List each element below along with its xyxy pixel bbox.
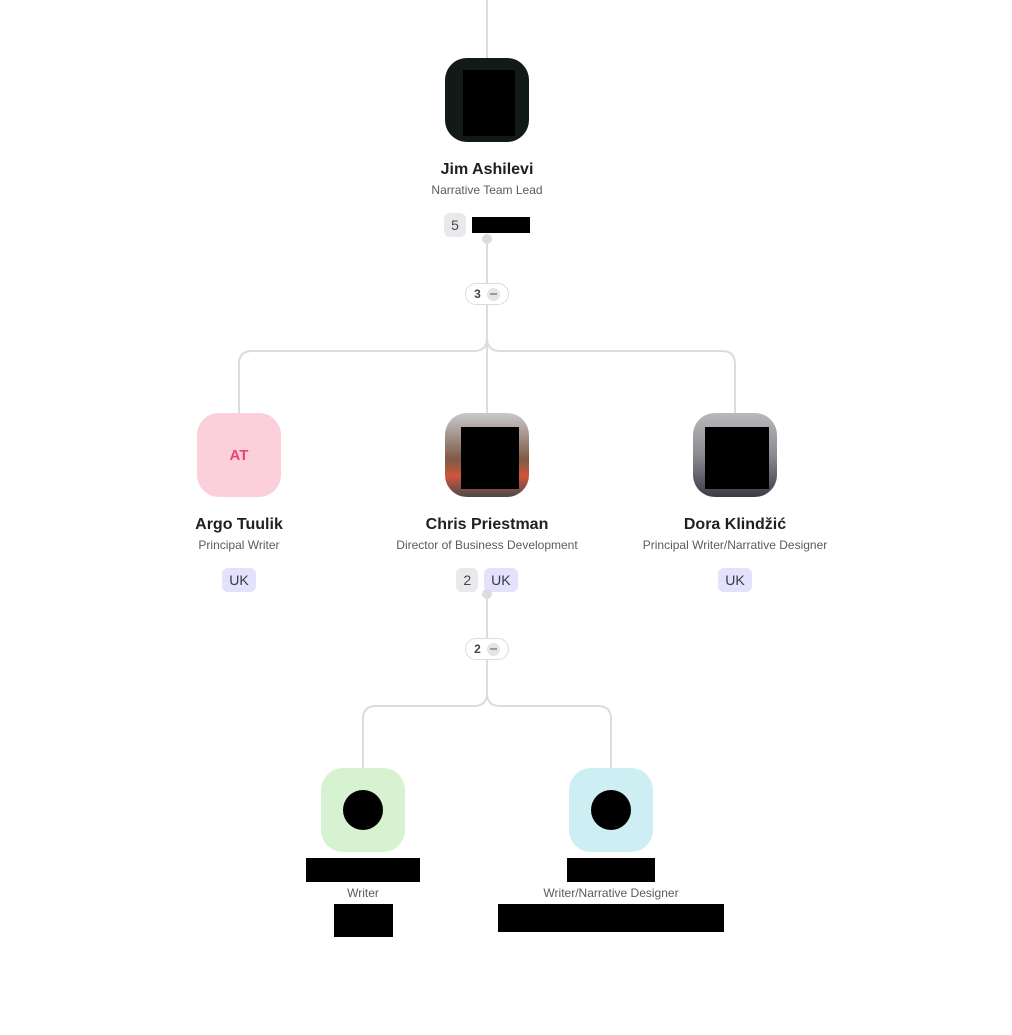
person-name: Chris Priestman	[425, 516, 549, 533]
person-role: Principal Writer/Narrative Designer	[642, 538, 828, 552]
org-node-root[interactable]: Jim Ashilevi Narrative Team Lead 5	[367, 58, 607, 237]
avatar	[445, 58, 529, 142]
group-count: 2	[474, 642, 481, 656]
redacted-tags	[498, 904, 724, 932]
avatar: AT	[197, 413, 281, 497]
redacted-name	[306, 858, 420, 882]
person-role: Director of Business Development	[396, 538, 578, 552]
person-role: Narrative Team Lead	[431, 183, 543, 197]
reports-count-badge: 2	[456, 568, 479, 592]
connector-branch2-right	[486, 692, 612, 768]
avatar	[321, 768, 405, 852]
connector-branch-right	[486, 337, 736, 413]
connector-anchor	[482, 589, 492, 599]
minus-icon	[486, 287, 500, 301]
connector-anchor	[482, 234, 492, 244]
person-avatar-icon	[591, 790, 631, 830]
avatar	[693, 413, 777, 497]
org-node-writer-narrative-designer[interactable]: Writer/Narrative Designer	[491, 768, 731, 932]
org-node-chris-priestman[interactable]: Chris Priestman Director of Business Dev…	[367, 413, 607, 592]
group-count: 3	[474, 287, 481, 301]
person-avatar-icon	[343, 790, 383, 830]
redacted-photo	[463, 70, 515, 136]
location-tag: UK	[484, 568, 518, 592]
location-tag: UK	[718, 568, 752, 592]
connector-branch-left	[238, 337, 488, 413]
org-node-argo-tuulik[interactable]: AT Argo Tuulik Principal Writer UK	[119, 413, 359, 592]
location-tag: UK	[222, 568, 256, 592]
redacted-photo	[705, 427, 769, 489]
person-name: Jim Ashilevi	[440, 161, 534, 178]
org-node-dora-klindzic[interactable]: Dora Klindžić Principal Writer/Narrative…	[615, 413, 855, 592]
redacted-tags	[333, 904, 393, 937]
person-role: Principal Writer	[198, 538, 280, 552]
collapse-group-pill[interactable]: 2	[465, 638, 509, 660]
reports-count-badge: 5	[444, 213, 466, 237]
person-name: Dora Klindžić	[683, 516, 787, 533]
avatar	[569, 768, 653, 852]
avatar	[445, 413, 529, 497]
person-role: Writer/Narrative Designer	[543, 886, 679, 900]
redacted-name	[567, 858, 655, 882]
person-name: Argo Tuulik	[195, 516, 283, 533]
person-role: Writer	[347, 886, 379, 900]
minus-icon	[486, 642, 500, 656]
avatar-initials: AT	[229, 446, 249, 464]
redacted-location-tag	[471, 217, 530, 233]
collapse-group-pill[interactable]: 3	[465, 283, 509, 305]
redacted-photo	[461, 427, 519, 489]
connector-branch2-left	[362, 692, 488, 768]
org-node-writer[interactable]: Writer	[243, 768, 483, 937]
